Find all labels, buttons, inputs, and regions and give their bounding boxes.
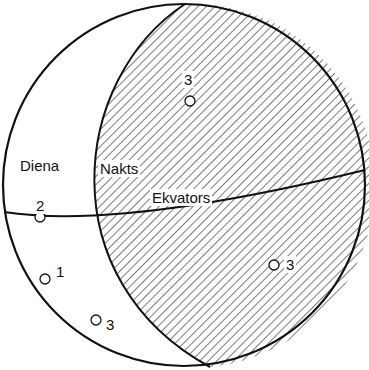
terminator-line [94, 4, 210, 367]
night-hatching [94, 4, 369, 367]
region-label: Diena [18, 157, 61, 174]
callout-number: 3 [182, 71, 194, 88]
callout-number: 3 [104, 316, 116, 333]
point-marker [185, 96, 195, 106]
point-marker [40, 274, 50, 284]
callout-number: 1 [54, 263, 66, 280]
point-marker [91, 315, 101, 325]
line-label: Ekvators [150, 189, 212, 206]
equator-line [4, 170, 365, 216]
globe-outline [3, 4, 365, 366]
callout-number: 3 [284, 256, 296, 273]
callout-number: 2 [34, 197, 46, 214]
region-label: Nakts [98, 160, 140, 177]
point-marker [269, 260, 279, 270]
